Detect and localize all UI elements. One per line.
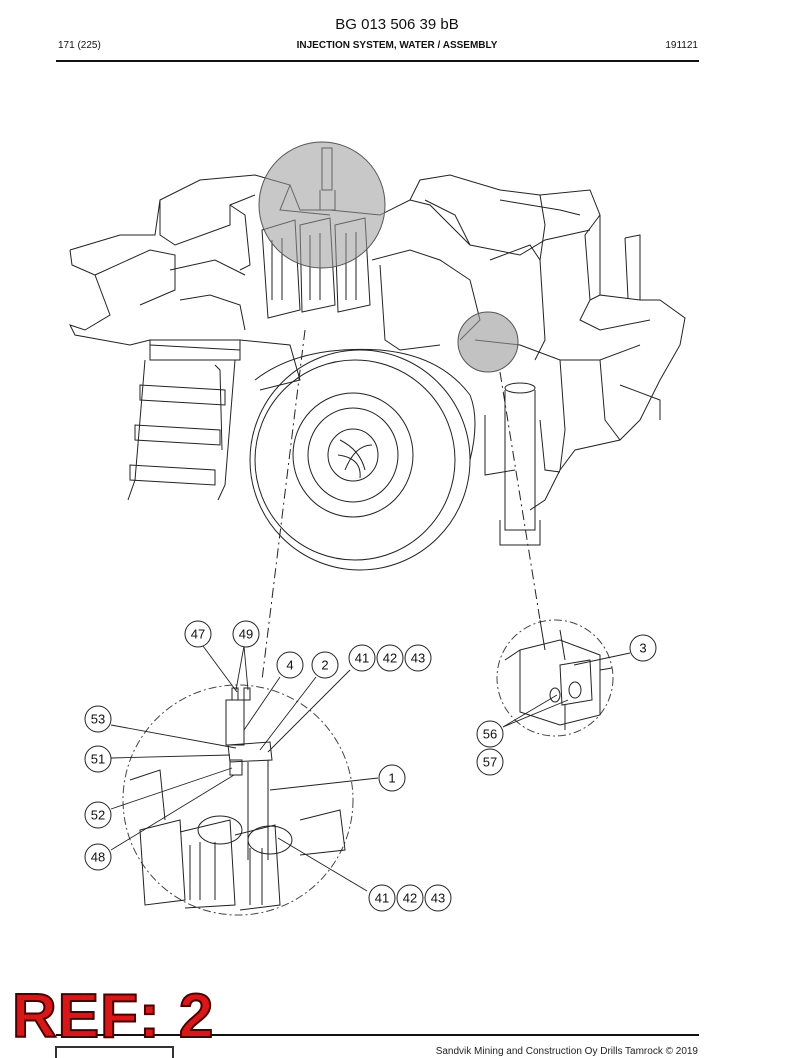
callout-41-bottom (368, 884, 396, 912)
callout-3 (629, 634, 657, 662)
callout-49 (232, 620, 260, 648)
callout-41-top (348, 644, 376, 672)
callout-42-top (376, 644, 404, 672)
callout-56 (476, 720, 504, 748)
callout-51-label: 51 (91, 752, 105, 767)
callout-4 (276, 651, 304, 679)
callout-52 (84, 801, 112, 829)
detail-view-left (122, 684, 354, 916)
callout-53-label: 53 (91, 712, 105, 727)
document-number: BG 013 506 39 bB (335, 16, 459, 33)
callout-42-bottom-label: 42 (403, 891, 417, 906)
support-column (484, 382, 561, 546)
callout-43-bottom-label: 43 (431, 891, 445, 906)
ref-stamp: REF: 2 (11, 982, 215, 1051)
callout-52-label: 52 (91, 808, 105, 823)
callout-47-label: 47 (191, 627, 205, 642)
callout-43-top-label: 43 (411, 651, 425, 666)
callout-57-label: 57 (483, 755, 497, 770)
callout-1 (378, 764, 406, 792)
callout-49-label: 49 (239, 627, 253, 642)
footer-rule (56, 1034, 699, 1036)
callout-47 (184, 620, 212, 648)
callout-48-label: 48 (91, 850, 105, 865)
callout-56-label: 56 (483, 727, 497, 742)
callout-3-label: 3 (639, 641, 646, 656)
callout-42-top-label: 42 (383, 651, 397, 666)
highlight-zone-water-unit (258, 141, 386, 269)
callout-57 (476, 748, 504, 776)
callout-2 (311, 651, 339, 679)
callout-41-top-label: 41 (355, 651, 369, 666)
callout-4-label: 4 (286, 658, 293, 673)
machine-chassis (69, 174, 686, 511)
callout-48 (84, 843, 112, 871)
detail-leader-left (261, 329, 306, 681)
header-rule (56, 60, 699, 62)
callout-2-label: 2 (321, 658, 328, 673)
section-title: INJECTION SYSTEM, WATER / ASSEMBLY (296, 40, 498, 51)
callout-51 (84, 745, 112, 773)
callout-41-bottom-label: 41 (375, 891, 389, 906)
access-steps (127, 339, 241, 501)
callout-43-bottom (424, 884, 452, 912)
sandvik-logo-box (55, 1046, 174, 1058)
detail-leader-right (499, 371, 541, 621)
callout-42-bottom (396, 884, 424, 912)
callout-1-label: 1 (388, 771, 395, 786)
wheel (249, 348, 476, 571)
highlight-zone-valve (457, 311, 519, 373)
date-code: 191121 (665, 40, 698, 51)
callout-53 (84, 705, 112, 733)
page-number: 171 (225) (58, 40, 101, 51)
copyright-footer: Sandvik Mining and Construction Oy Drill… (435, 1046, 698, 1057)
detail-view-right (496, 619, 614, 737)
callout-43-top (404, 644, 432, 672)
